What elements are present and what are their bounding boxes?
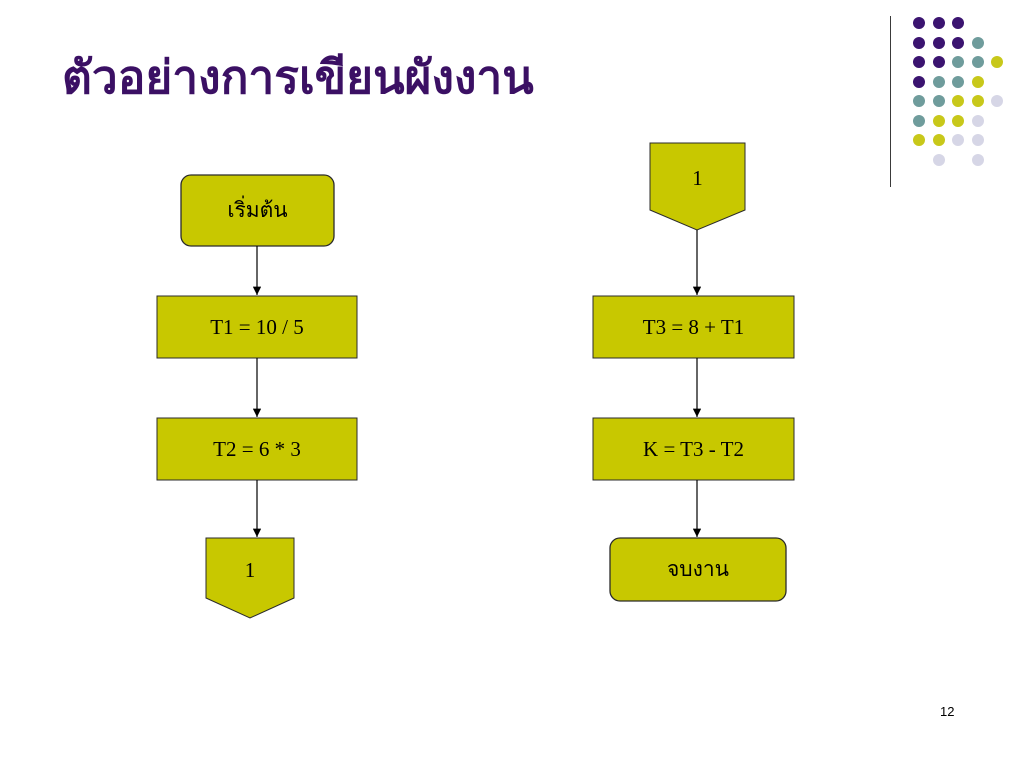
left-process-t1-shape — [156, 295, 358, 359]
right-offpage-connector-shape — [649, 142, 746, 231]
right-end-terminal-shape — [609, 537, 787, 602]
decorative-dot — [971, 153, 984, 166]
slide-title: ตัวอย่างการเขียนผังงาน — [62, 50, 534, 104]
decorative-dot — [913, 17, 925, 29]
decorative-dot — [932, 95, 945, 107]
decorative-dot — [913, 75, 925, 88]
right-process-k-shape — [592, 417, 795, 481]
decorative-dot — [971, 36, 984, 49]
right-end-terminal-label: จบงาน — [666, 557, 730, 581]
decorative-dot — [952, 95, 964, 107]
decorative-dot — [952, 17, 964, 29]
left-offpage-connector-shape — [205, 537, 295, 619]
right-offpage-connector-label: 1 — [692, 165, 703, 190]
decorative-dot — [952, 36, 964, 49]
decorative-dot — [971, 75, 984, 88]
right-process-t3-label: T3 = 8 + T1 — [642, 314, 745, 339]
left-start-terminal-label: เริ่มต้น — [227, 198, 288, 222]
left-process-t2-label: T2 = 6 * 3 — [213, 436, 301, 461]
decorative-dot — [913, 114, 925, 127]
decorative-dot — [952, 134, 964, 146]
left-offpage-connector-label: 1 — [244, 557, 256, 582]
decorative-dot — [971, 95, 984, 107]
decorative-dot — [971, 114, 984, 127]
decorative-dot — [991, 95, 1003, 107]
decorative-dot — [913, 95, 925, 107]
decorative-dot — [913, 134, 925, 146]
decorative-dot — [932, 153, 945, 166]
decorative-dot — [932, 134, 945, 146]
decorative-dot — [971, 134, 984, 146]
decorative-dot — [932, 56, 945, 68]
decorative-dot — [913, 56, 925, 68]
decorative-dot — [932, 75, 945, 88]
decorative-dot — [991, 56, 1003, 68]
decorative-dot — [932, 114, 945, 127]
decorative-dot — [971, 56, 984, 68]
left-process-t1-label: T1 = 10 / 5 — [210, 314, 304, 339]
right-process-k-label: K = T3 - T2 — [643, 436, 744, 461]
right-process-t3-shape — [592, 295, 795, 359]
decorative-dot — [913, 36, 925, 49]
decorative-dot — [952, 114, 964, 127]
decorative-dot — [952, 56, 964, 68]
left-process-t2-shape — [156, 417, 358, 481]
decorative-dot — [932, 36, 945, 49]
decorative-dot — [932, 17, 945, 29]
decorative-dot — [952, 75, 964, 88]
decorative-divider-line — [890, 16, 891, 187]
page-number: 12 — [940, 704, 955, 719]
